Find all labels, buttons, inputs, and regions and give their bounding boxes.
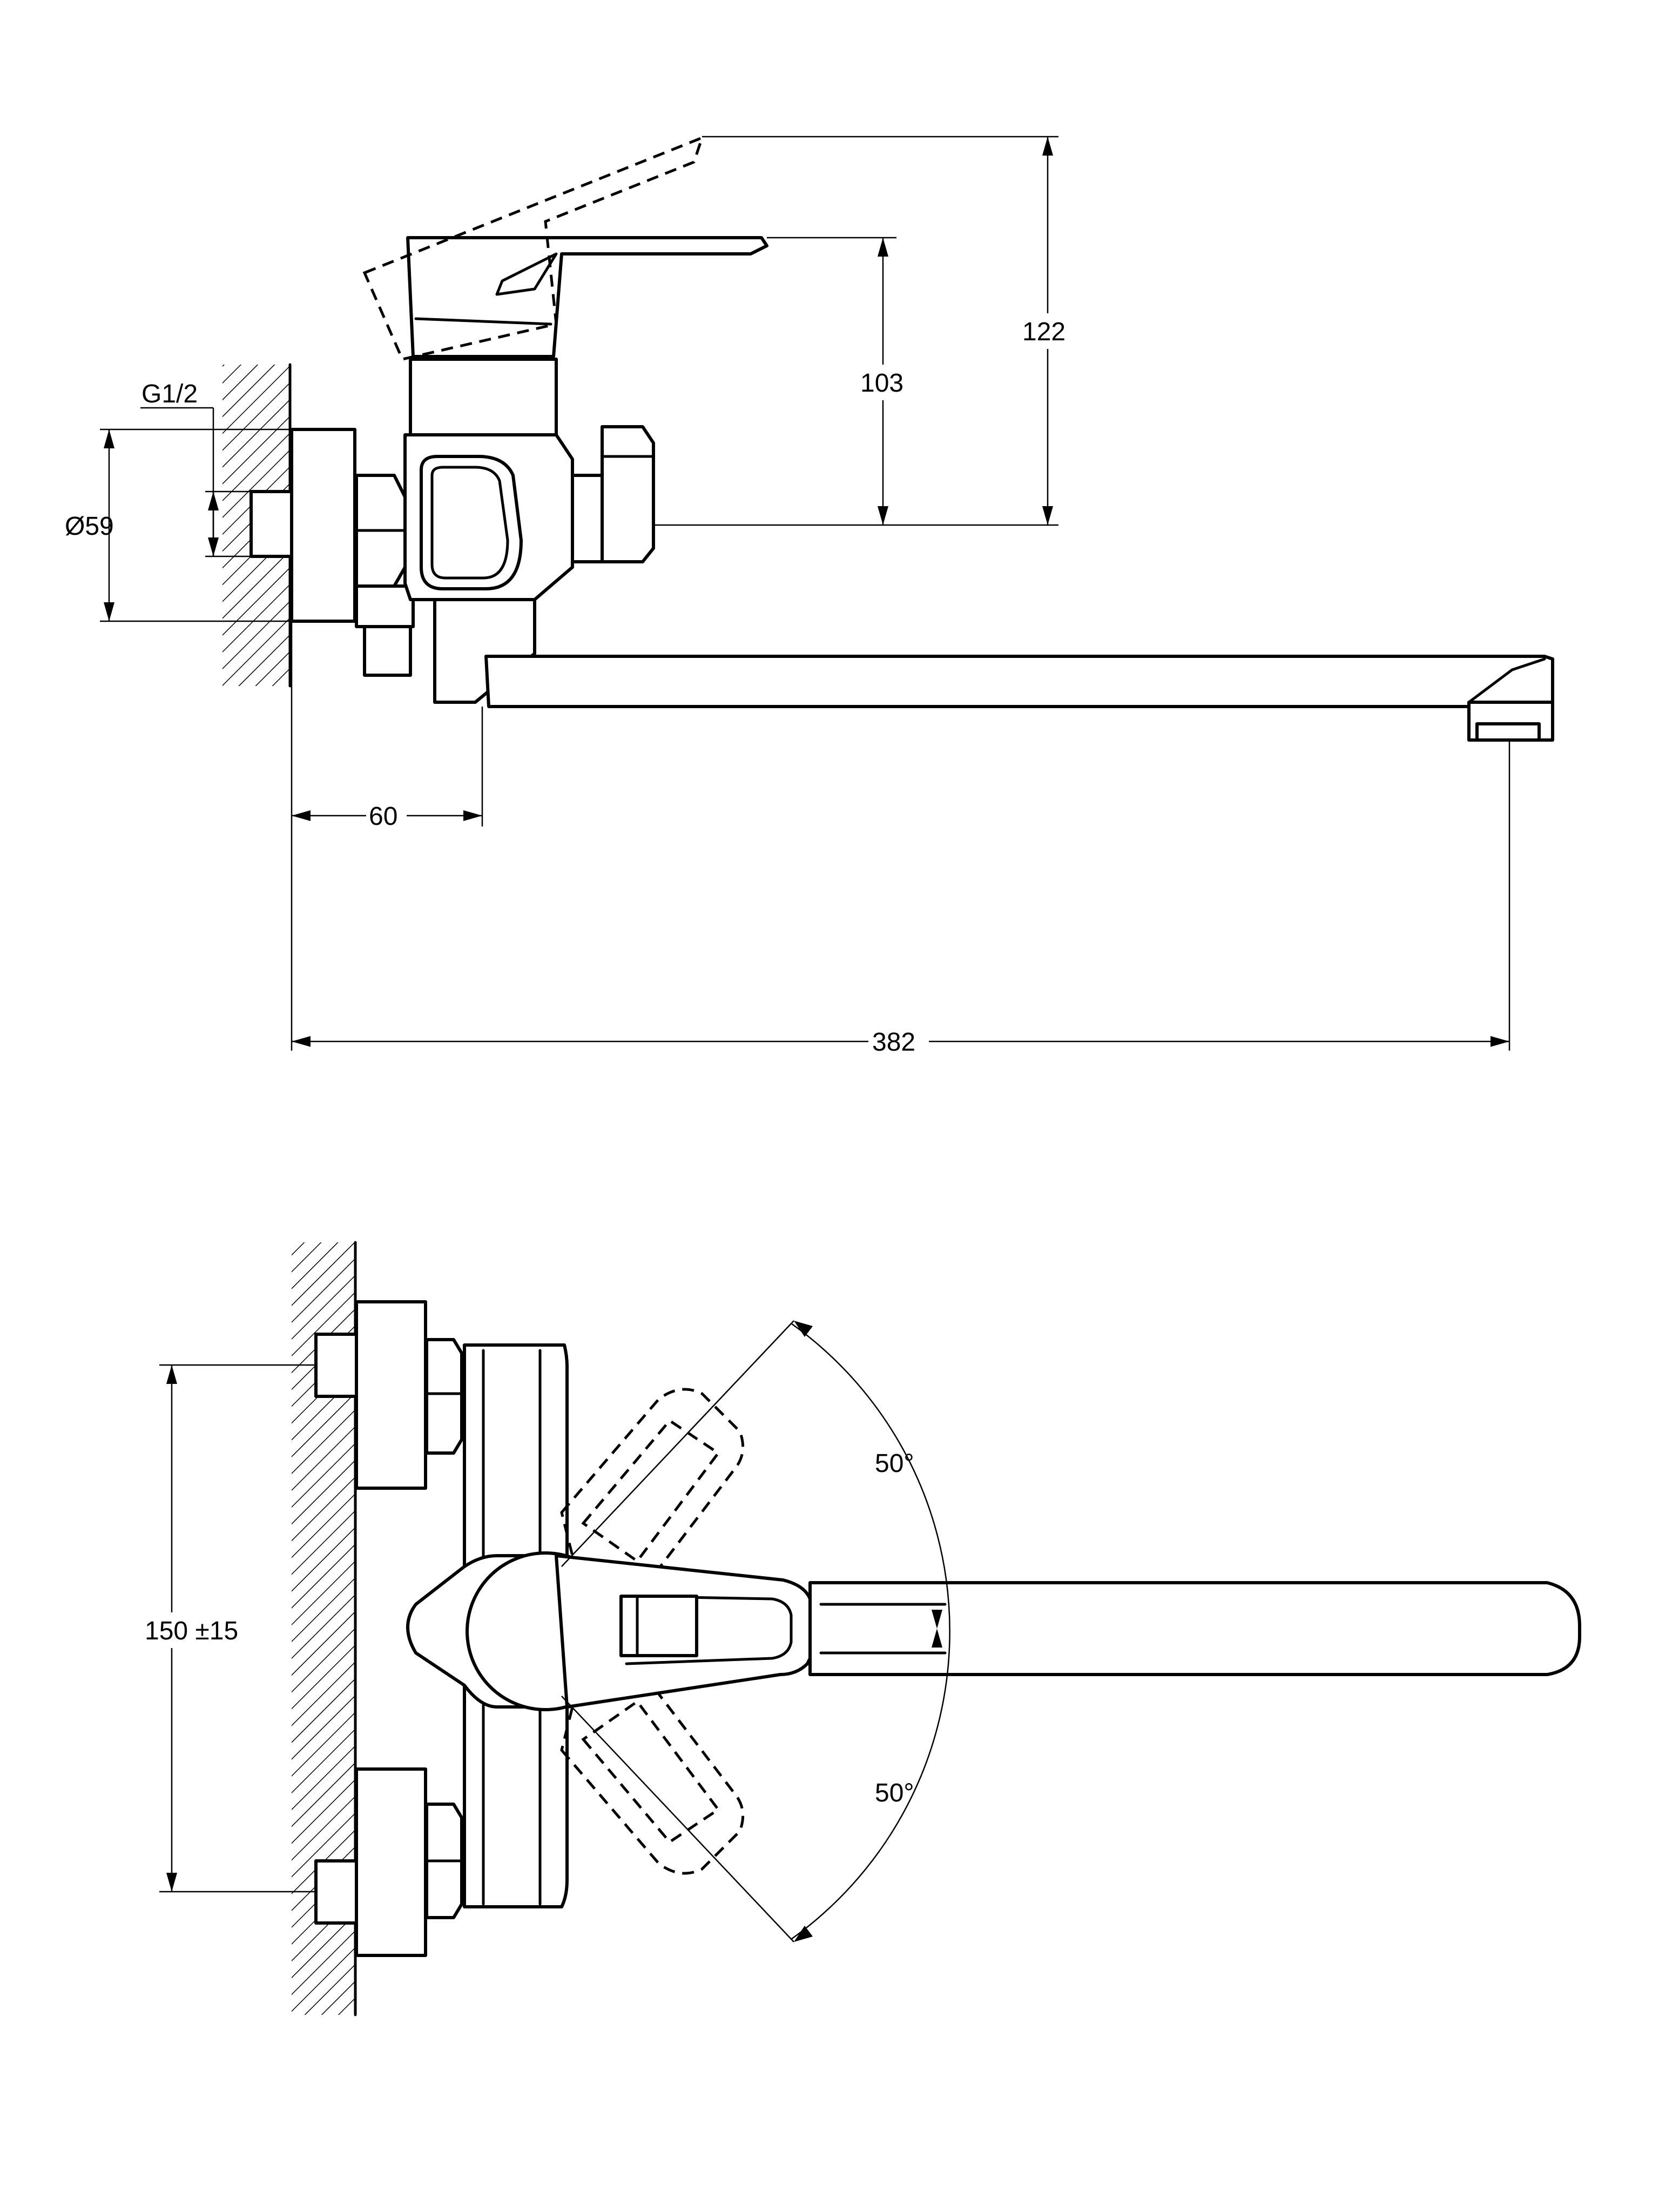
wall-to-spout-label: 60 xyxy=(369,802,397,831)
raised-handle-height-label: 122 xyxy=(1022,318,1065,346)
upper-escutcheon xyxy=(355,1300,427,1490)
right-inlet xyxy=(601,425,655,563)
escutcheon xyxy=(290,428,356,623)
lever-handle-raised-outline xyxy=(362,135,705,361)
angle-upper-label: 50° xyxy=(875,1449,914,1478)
handle-height-label: 103 xyxy=(860,369,903,398)
handle-right-position-outline xyxy=(560,1662,745,1875)
upper-hex-nut xyxy=(425,1338,463,1455)
spout-top xyxy=(808,1581,1581,1676)
right-nut xyxy=(571,474,604,563)
spacing-label: 150 ±15 xyxy=(145,1617,238,1645)
lower-inlet-stub xyxy=(314,1859,358,1925)
angle-lower-label: 50° xyxy=(875,1779,914,1807)
handle-left-position-outline xyxy=(560,1388,745,1601)
lower-fitting xyxy=(363,625,412,677)
thread-size-label: G1/2 xyxy=(141,380,198,408)
diverter-knob xyxy=(420,455,523,590)
inlet-pipe xyxy=(249,490,293,558)
side-view: G1/2 Ø59 103 122 60 xyxy=(65,135,1554,1058)
lever-handle xyxy=(406,236,768,358)
lower-nut xyxy=(355,584,415,628)
spout xyxy=(484,655,1554,708)
diameter-label: Ø59 xyxy=(65,512,114,541)
aerator-outlet xyxy=(1475,722,1541,742)
swing-angle-arc xyxy=(791,1322,950,1940)
handle-grip-insert xyxy=(619,1595,698,1657)
cartridge-housing xyxy=(409,358,558,436)
spout-reach-label: 382 xyxy=(872,1028,915,1057)
upper-inlet-stub xyxy=(314,1333,358,1398)
lower-escutcheon xyxy=(355,1767,427,1957)
top-view: 50° 50° 150 ±15 xyxy=(141,1241,1581,2016)
